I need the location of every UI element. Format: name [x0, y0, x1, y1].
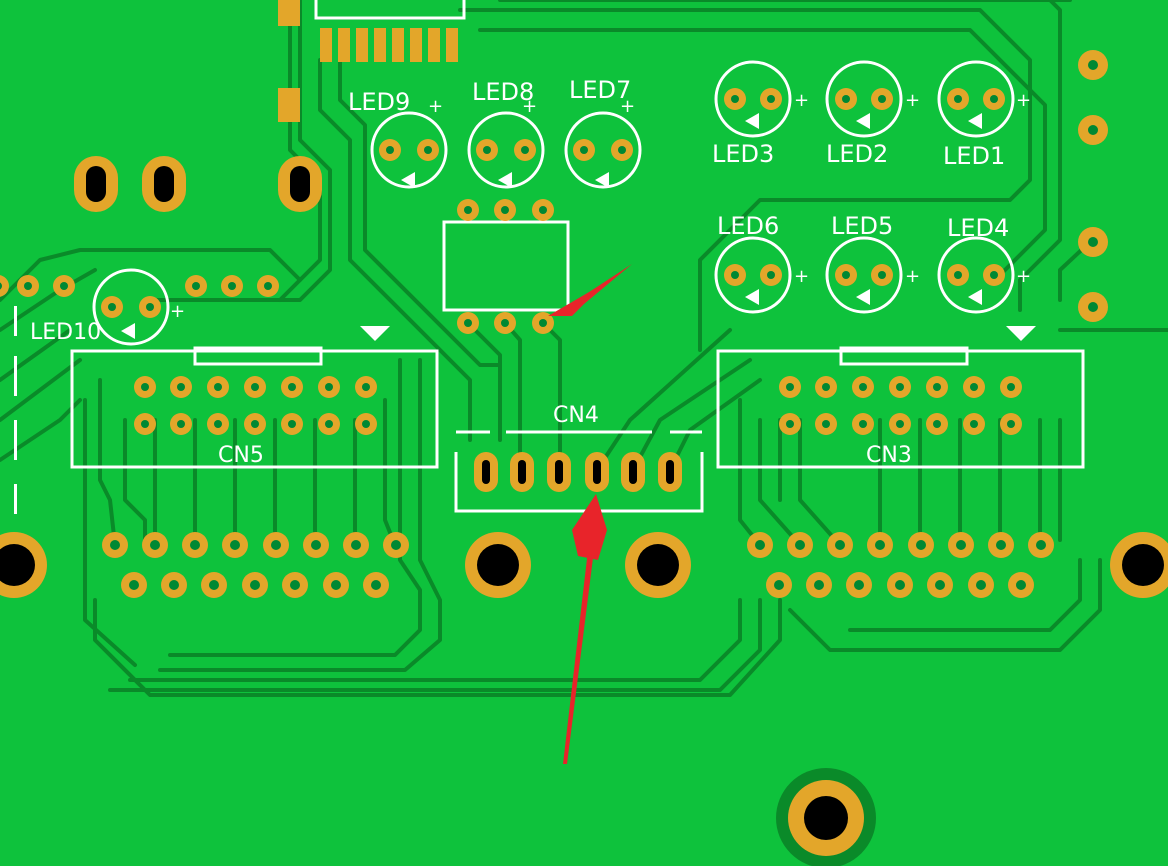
- left-pad-row: [0, 275, 279, 514]
- led-footprints: [92, 60, 1015, 346]
- led10-footprint: [92, 268, 170, 346]
- led-labels: LED9 + LED8 + LED7 + LED3 + LED2 + LED1 …: [30, 76, 1031, 345]
- led8-plus: +: [522, 96, 537, 117]
- led1-plus: +: [1016, 90, 1031, 111]
- led6-plus: +: [794, 266, 809, 287]
- led6-label: LED6: [717, 212, 779, 240]
- smd-pad: [278, 88, 300, 122]
- top-smd-connector: [278, 0, 466, 122]
- led7-plus: +: [620, 96, 635, 117]
- led9-footprint: [370, 111, 448, 189]
- arrow-upper-icon: [548, 264, 632, 316]
- slot-pad: [278, 156, 322, 212]
- mounting-hole: [465, 532, 531, 598]
- led4-footprint: [937, 236, 1015, 314]
- led9-label: LED9: [348, 88, 410, 116]
- slot-pads: [74, 156, 322, 212]
- led1-label: LED1: [943, 142, 1005, 170]
- mounting-hole: [0, 532, 47, 598]
- led9-plus: +: [428, 96, 443, 117]
- cn5-connector: CN5: [70, 326, 439, 469]
- slot-pad: [74, 156, 118, 212]
- led5-footprint: [825, 236, 903, 314]
- led10-label: LED10: [30, 320, 101, 345]
- mounting-hole: [625, 532, 691, 598]
- cn5-pins-bottom: [134, 413, 377, 435]
- copper-traces: [0, 0, 1168, 697]
- db-connector-left-pads: [102, 532, 409, 598]
- top-connector-outline: [314, 0, 466, 20]
- led5-plus: +: [905, 266, 920, 287]
- smd-pad: [278, 0, 300, 26]
- led2-footprint: [825, 60, 903, 138]
- cn5-pins-top: [134, 376, 377, 398]
- cn4-label: CN4: [553, 403, 599, 428]
- led6-footprint: [714, 236, 792, 314]
- cn3-pins-bottom: [779, 413, 1022, 435]
- mounting-hole-bottom: [776, 768, 876, 866]
- cn3-label: CN3: [866, 443, 912, 468]
- led7-footprint: [564, 111, 642, 189]
- led3-label: LED3: [712, 140, 774, 168]
- led5-label: LED5: [831, 212, 893, 240]
- led4-plus: +: [1016, 266, 1031, 287]
- cn3-pins-top: [779, 376, 1022, 398]
- led3-plus: +: [794, 90, 809, 111]
- led7-label: LED7: [569, 76, 631, 104]
- led8-footprint: [467, 111, 545, 189]
- cn3-connector: CN3: [716, 326, 1085, 469]
- mounting-holes: [0, 532, 1168, 866]
- led3-footprint: [714, 60, 792, 138]
- led8-label: LED8: [472, 78, 534, 106]
- mounting-hole: [1110, 532, 1168, 598]
- cn4-connector: CN4: [454, 403, 704, 513]
- smd-pad-row: [320, 28, 458, 62]
- center-ic-footprint: [442, 199, 570, 334]
- cn5-label: CN5: [218, 443, 264, 468]
- right-side-pads: [1078, 50, 1108, 322]
- led1-footprint: [937, 60, 1015, 138]
- led10-plus: +: [170, 301, 185, 322]
- arrow-lower-icon: [563, 494, 607, 764]
- led4-label: LED4: [947, 214, 1009, 242]
- db-connector-right-pads: [747, 532, 1054, 598]
- annotation-arrows: [548, 264, 632, 764]
- led2-plus: +: [905, 90, 920, 111]
- led2-label: LED2: [826, 140, 888, 168]
- slot-pad: [142, 156, 186, 212]
- cn4-pins: [474, 452, 682, 492]
